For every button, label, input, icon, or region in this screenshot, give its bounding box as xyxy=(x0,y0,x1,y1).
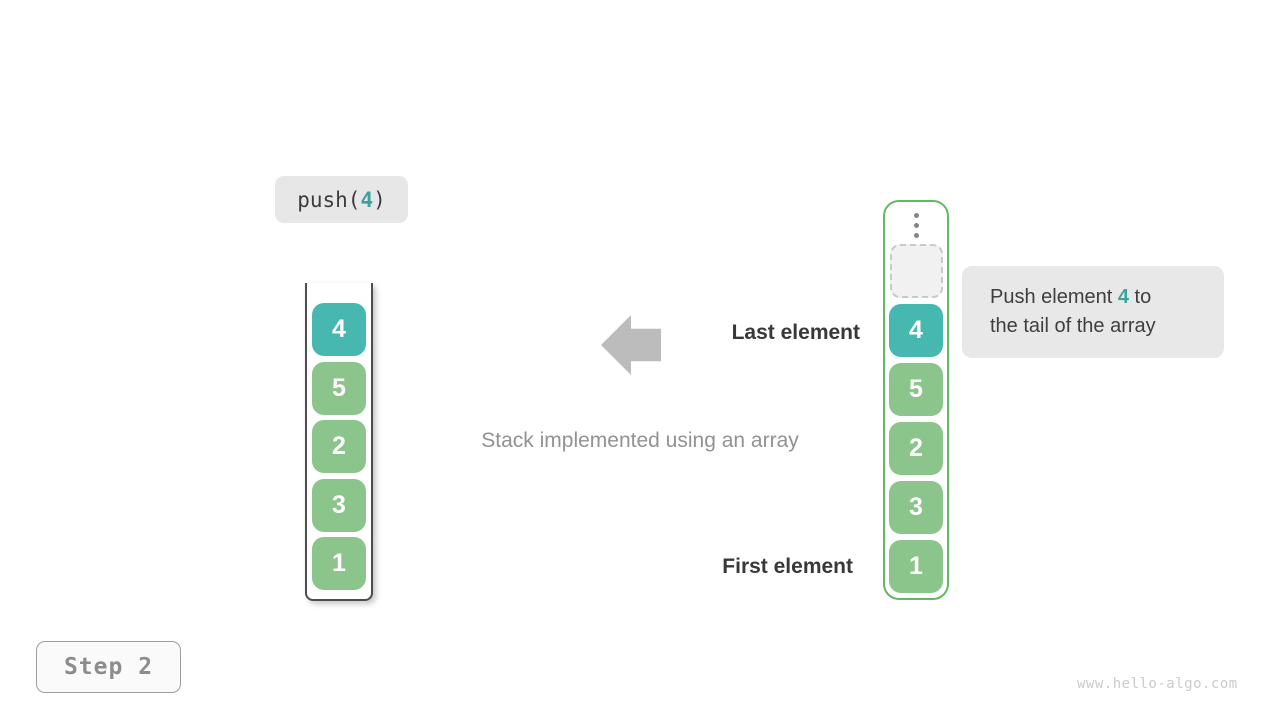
step-badge: Step 2 xyxy=(36,641,181,693)
array-cell: 4 xyxy=(889,304,943,357)
array-container: 4 5 2 3 1 xyxy=(883,200,949,600)
stack-cell: 1 xyxy=(312,537,366,590)
array-cell: 1 xyxy=(889,540,943,593)
operation-tooltip: Push element 4 to the tail of the array xyxy=(962,266,1224,358)
watermark: www.hello-algo.com xyxy=(1077,676,1238,692)
array-cell: 2 xyxy=(889,422,943,475)
array-cell: 3 xyxy=(889,481,943,534)
tooltip-highlight: 4 xyxy=(1117,286,1129,308)
push-argument: 4 xyxy=(360,187,374,212)
stack-cell: 4 xyxy=(312,303,366,356)
push-operation-label: push(4) xyxy=(275,176,408,223)
stack-cell: 2 xyxy=(312,420,366,473)
first-element-label: First element xyxy=(722,555,853,578)
last-element-label: Last element xyxy=(731,321,860,344)
tooltip-line2: the tail of the array xyxy=(990,315,1156,337)
tooltip-line1: Push element 4 to xyxy=(990,286,1152,308)
empty-slot xyxy=(889,244,943,298)
stack-cell: 5 xyxy=(312,361,366,415)
diagram-caption: Stack implemented using an array xyxy=(481,429,799,452)
vertical-ellipsis-icon xyxy=(913,212,919,238)
stack-container: 4 5 2 3 1 xyxy=(305,283,373,601)
push-prefix: push( xyxy=(297,187,361,212)
stack-cell: 3 xyxy=(312,478,366,532)
push-suffix: ) xyxy=(373,187,386,212)
array-cell: 5 xyxy=(889,363,943,416)
